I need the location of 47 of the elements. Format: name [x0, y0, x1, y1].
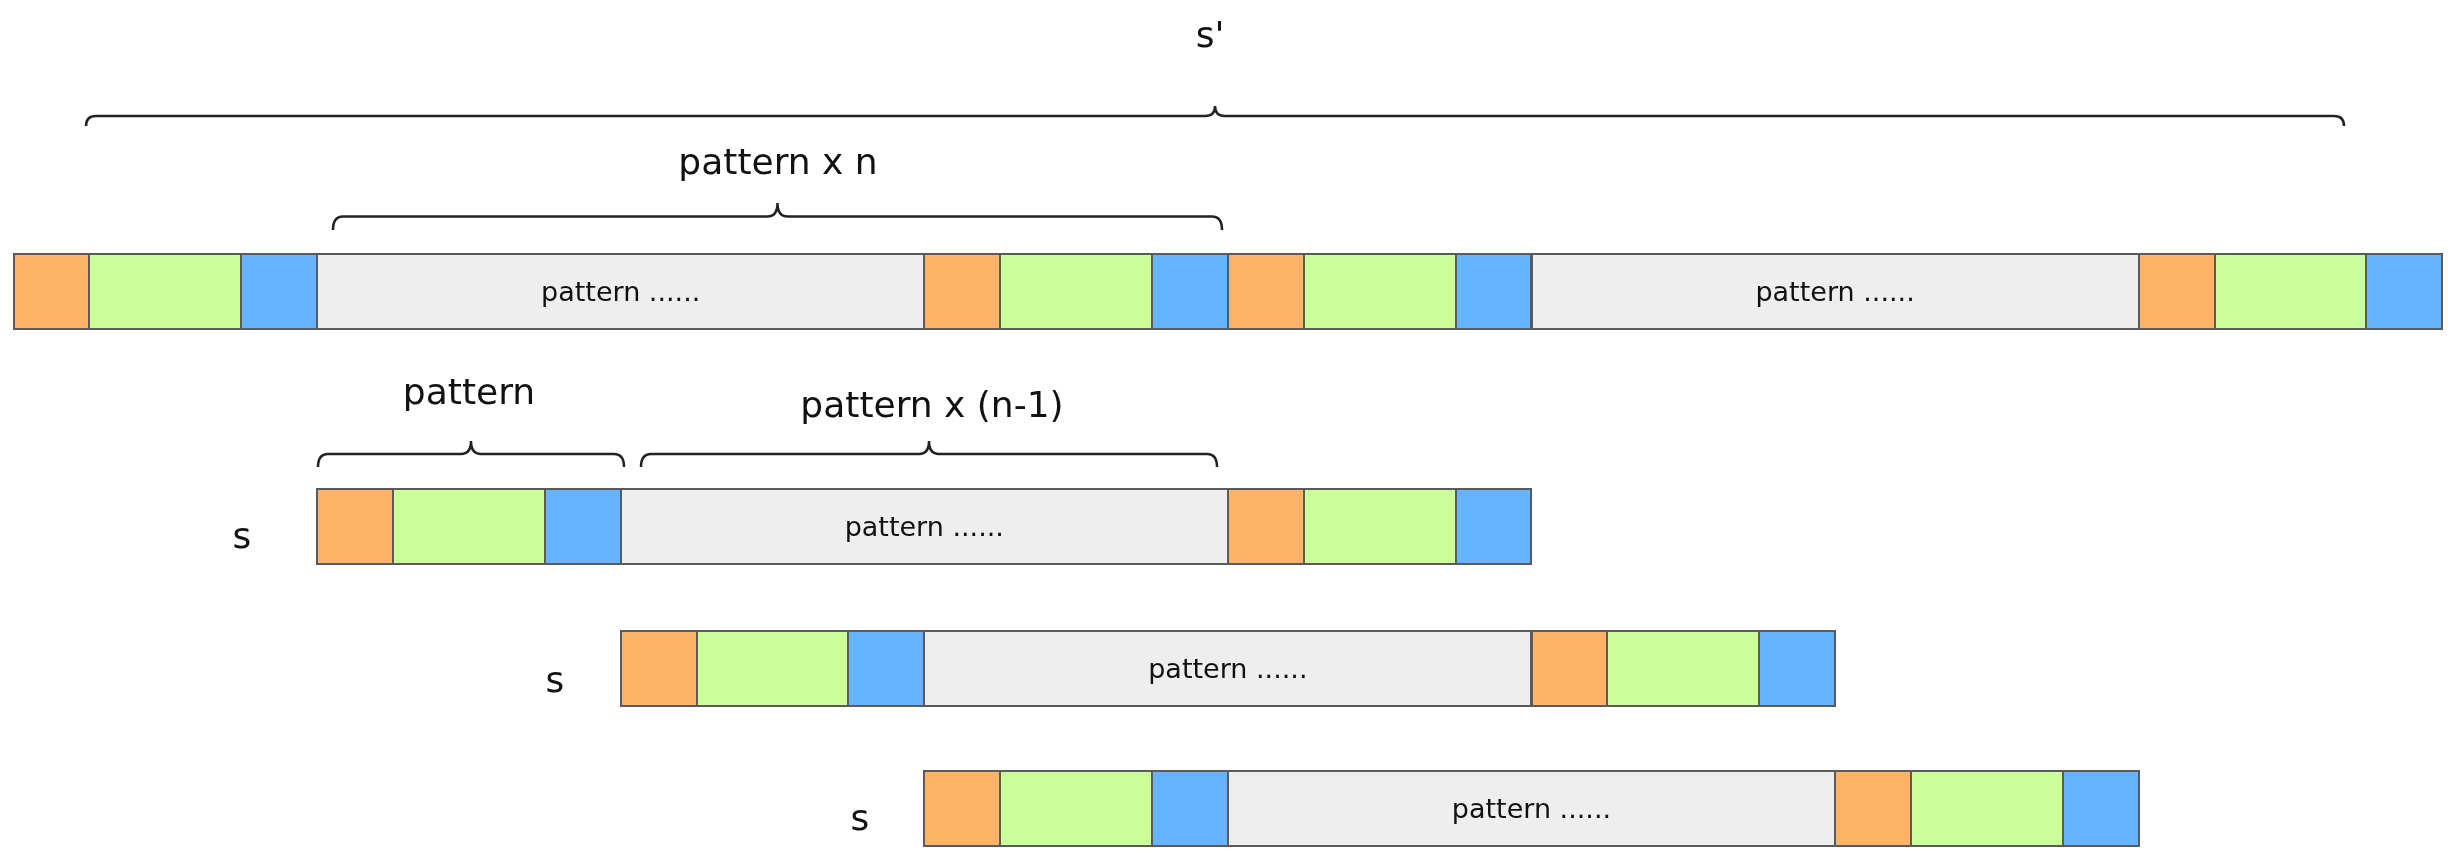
color-block	[1302, 488, 1457, 565]
color-block	[619, 630, 698, 707]
color-block	[923, 253, 1002, 330]
pattern-segment	[619, 488, 1229, 565]
brace-label: pattern x (n-1)	[800, 383, 1064, 425]
pattern-segment	[316, 253, 926, 330]
color-block	[1758, 630, 1837, 707]
color-block	[240, 253, 319, 330]
pattern-segment	[1530, 253, 2140, 330]
color-block	[2137, 253, 2216, 330]
color-block	[999, 253, 1153, 330]
segment-label: pattern ......	[1755, 276, 1915, 307]
color-block	[392, 488, 546, 565]
segment-label: pattern ......	[1451, 793, 1612, 824]
color-block	[2061, 770, 2140, 847]
segment-label: pattern ......	[541, 276, 701, 307]
brace-label: pattern	[402, 370, 536, 412]
row-label: s	[850, 796, 870, 838]
color-block	[12, 253, 91, 330]
color-block	[1454, 253, 1533, 330]
segment-label: pattern ......	[1148, 653, 1308, 684]
color-block	[316, 488, 394, 565]
color-block	[1454, 488, 1533, 565]
color-block	[88, 253, 243, 330]
color-block	[1834, 770, 1912, 847]
color-block	[923, 770, 1002, 847]
color-block	[847, 630, 926, 707]
color-block	[1226, 253, 1305, 330]
color-block	[1151, 253, 1229, 330]
pattern-segment	[1226, 770, 1837, 847]
color-block	[999, 770, 1153, 847]
color-block	[1302, 253, 1457, 330]
color-block	[1606, 630, 1761, 707]
brace-label: s'	[1195, 13, 1225, 55]
color-block	[1910, 770, 2064, 847]
brace-label: pattern x n	[678, 140, 878, 182]
color-block	[543, 488, 622, 565]
color-block	[695, 630, 850, 707]
color-block	[2365, 253, 2444, 330]
row-label: s	[232, 514, 252, 556]
segment-label: pattern ......	[844, 511, 1004, 542]
color-block	[1226, 488, 1305, 565]
color-block	[2213, 253, 2368, 330]
color-block	[1530, 630, 1609, 707]
pattern-segment	[923, 630, 1533, 707]
row-label: s	[545, 658, 565, 700]
color-block	[1151, 770, 1229, 847]
